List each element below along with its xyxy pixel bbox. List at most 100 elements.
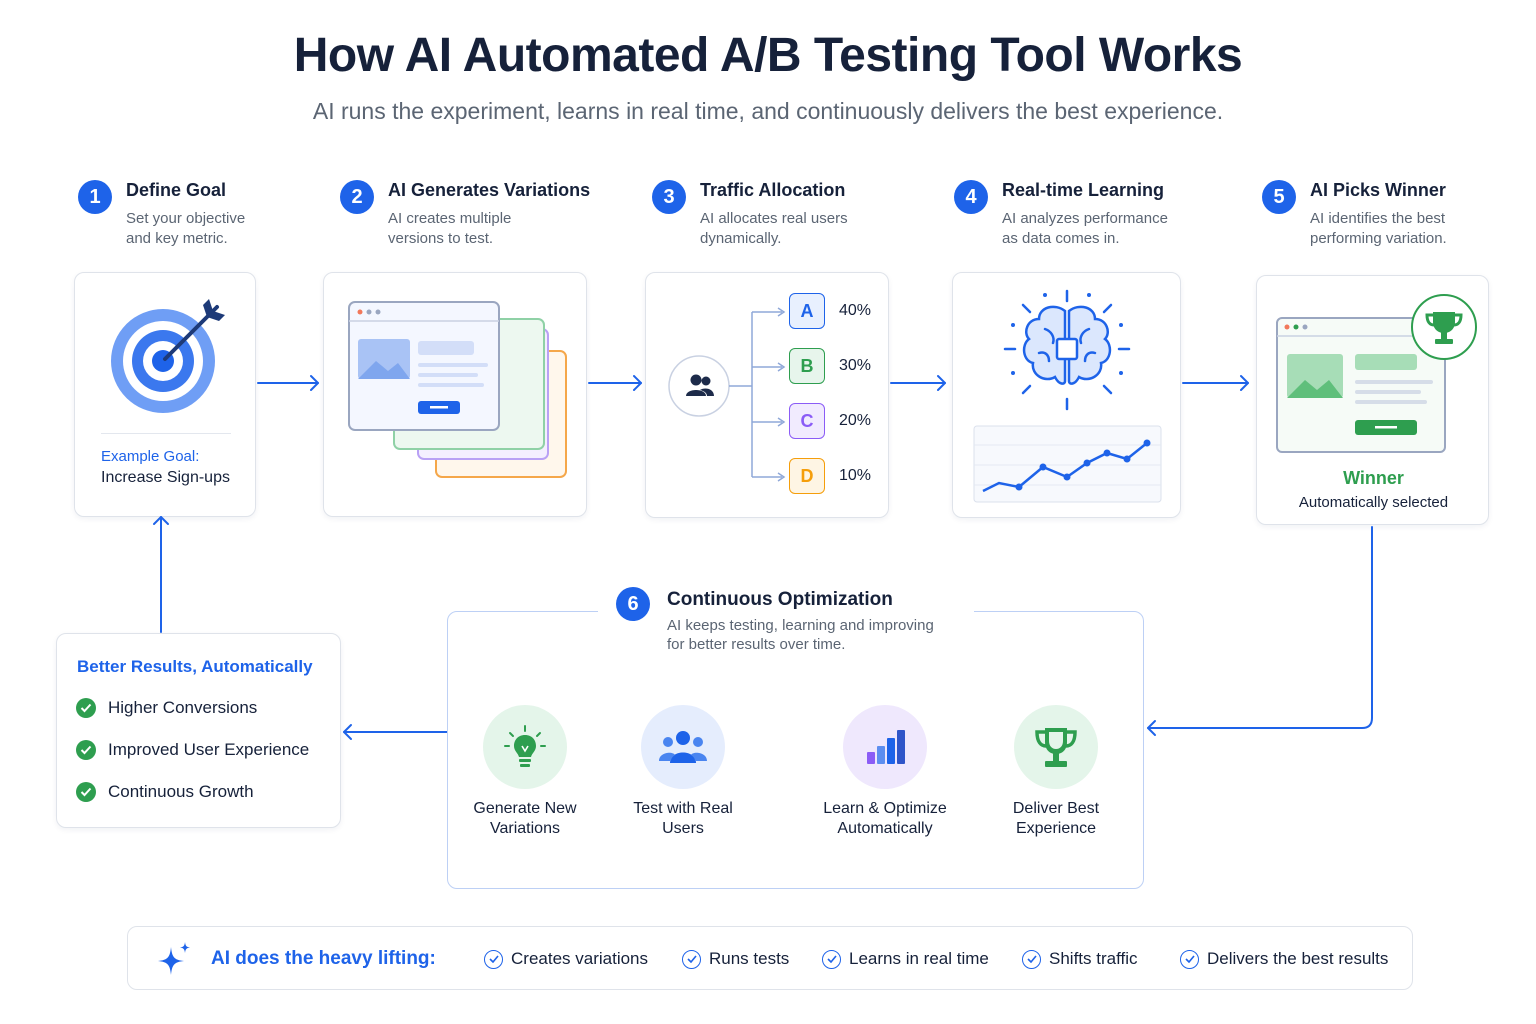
winner-sub-label: Automatically selected [1298,494,1449,511]
benefit-item: Delivers the best results [1180,949,1388,969]
result-item: Higher Conversions [76,698,257,718]
step-5-header: 5 AI Picks Winner AI identifies the best… [1262,178,1470,249]
benefit-item: Creates variations [484,949,648,969]
step-number: 6 [616,587,650,621]
loop-label-line-2: Variations [490,820,560,837]
check-circle-icon [822,949,841,969]
step-description: Set your objective and key metric. [126,210,246,247]
check-circle-icon [1022,949,1041,969]
allocation-percent: 10% [839,467,872,484]
page-title: How AI Automated A/B Testing Tool Works [293,29,1243,82]
loop-item-generate: Generate New Variations [445,705,605,839]
results-card: Better Results, Automatically Higher Con… [56,633,341,828]
users-icon [641,705,725,789]
check-icon [76,740,96,760]
loop-label-line-2: Automatically [837,820,933,837]
loop-label-line-1: Deliver Best [1012,800,1100,817]
optimization-header: 6 Continuous Optimization AI keeps testi… [598,580,974,660]
loop-label-line-1: Test with Real [633,800,733,817]
variant-badge: C [789,403,825,439]
check-icon [76,782,96,802]
variant-badge: D [789,458,825,494]
variations-illustration [348,301,567,478]
winning-variation-illustration [1276,317,1446,453]
allocation-row-a: A 40% [789,293,871,329]
bar-chart-icon [843,705,927,789]
loop-label-line-2: Experience [1015,820,1097,837]
loop-item-test: Test with Real Users [603,705,763,839]
result-item-label: Improved User Experience [108,740,310,759]
optimization-desc-line-1: AI keeps testing, learning and improving [667,617,934,634]
allocation-percent: 30% [839,357,872,374]
heavy-lifting-bar: AI does the heavy lifting: Creates varia… [127,926,1413,990]
variant-badge: B [789,348,825,384]
loop-item-learn: Learn & Optimize Automatically [805,705,965,839]
benefit-item: Learns in real time [822,949,989,969]
page-subtitle: AI runs the experiment, learns in real t… [312,98,1224,124]
optimization-desc-line-2: for better results over time. [667,636,846,653]
loop-item-deliver: Deliver Best Experience [976,705,1136,839]
result-item-label: Higher Conversions [108,698,258,717]
step-description: AI allocates real users dynamically. [700,210,848,247]
goal-label: Example Goal: [101,448,200,465]
result-item-label: Continuous Growth [108,782,254,801]
goal-value: Increase Sign-ups [101,469,230,486]
allocation-percent: 20% [839,412,872,429]
sparkle-icon [158,942,190,975]
step-title: Traffic Allocation [700,180,846,200]
optimization-title: Continuous Optimization [667,589,893,610]
benefit-item-label: Shifts traffic [1049,949,1138,968]
step-title: AI Generates Variations [388,180,591,200]
allocation-row-d: D 10% [789,458,871,494]
step-number: 1 [78,180,112,214]
loop-label-line-2: Users [662,820,704,837]
step-number: 5 [1262,180,1296,214]
variant-badge: A [789,293,825,329]
result-item: Continuous Growth [76,782,254,802]
step-description: AI identifies the best performing variat… [1310,210,1447,247]
winner-label: Winner [1343,468,1404,488]
benefit-item-label: Runs tests [709,949,790,968]
step-description: AI creates multiple versions to test. [388,210,512,247]
step-description: AI analyzes performance as data comes in… [1002,210,1168,247]
step-3-header: 3 Traffic Allocation AI allocates real u… [652,178,870,249]
lightbulb-icon [483,705,567,789]
results-title: Better Results, Automatically [77,657,313,676]
step-number: 2 [340,180,374,214]
step-number: 4 [954,180,988,214]
benefit-item-label: Delivers the best results [1207,949,1389,968]
brain-icon [1003,289,1131,411]
goal-card: Example Goal: Increase Sign-ups [74,272,256,517]
step-title: AI Picks Winner [1310,180,1446,200]
benefit-item-label: Learns in real time [849,949,989,968]
allocation-percent: 40% [839,302,872,319]
step-4-header: 4 Real-time Learning AI analyzes perform… [954,178,1182,249]
allocation-row-c: C 20% [789,403,871,439]
variations-card [323,272,587,517]
step-number: 3 [652,180,686,214]
divider [101,433,231,434]
trophy-icon [1411,294,1477,360]
users-icon [686,374,714,396]
check-circle-icon [682,949,701,969]
check-circle-icon [1180,949,1199,969]
trend-chart-icon [973,425,1162,503]
benefit-item-label: Creates variations [511,949,649,968]
benefit-item: Shifts traffic [1022,949,1138,969]
target-icon [111,299,225,413]
heavy-lifting-label: AI does the heavy lifting: [211,948,436,969]
loop-label-line-1: Generate New [473,800,577,817]
trophy-icon [1014,705,1098,789]
loop-label-line-1: Learn & Optimize [823,800,947,817]
step-title: Define Goal [126,180,227,200]
benefit-item: Runs tests [682,949,789,969]
winner-card: Winner Automatically selected [1256,275,1489,525]
check-icon [76,698,96,718]
allocation-connectors [668,307,786,482]
step-title: Real-time Learning [1002,180,1165,200]
learning-card [952,272,1181,518]
step-1-header: 1 Define Goal Set your objective and key… [78,178,266,249]
result-item: Improved User Experience [76,740,309,760]
check-circle-icon [484,949,503,969]
step-2-header: 2 AI Generates Variations AI creates mul… [340,178,590,249]
